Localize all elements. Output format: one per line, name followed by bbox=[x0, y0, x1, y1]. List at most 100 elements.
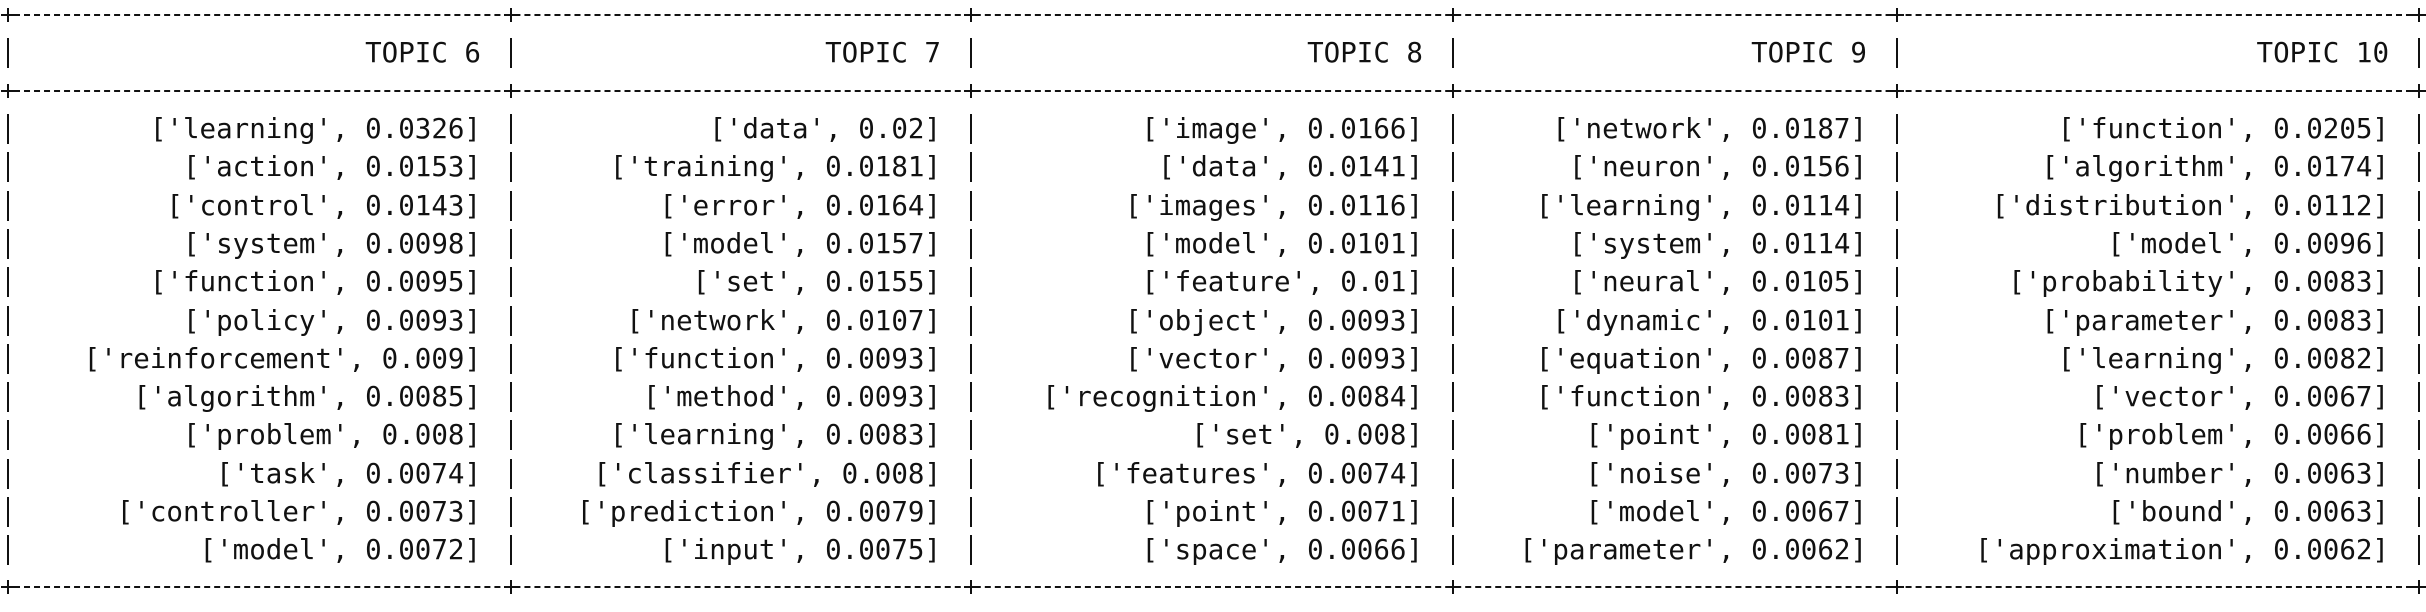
column-divider bbox=[503, 263, 519, 301]
column-divider bbox=[2411, 187, 2426, 225]
column-divider bbox=[0, 378, 16, 416]
column-header: TOPIC 9 bbox=[1751, 37, 1867, 69]
table-row: ['reinforcement', 0.009]['function', 0.0… bbox=[0, 340, 2426, 378]
column-divider bbox=[1445, 340, 1461, 378]
table-cell: ['learning', 0.0114] bbox=[1535, 189, 1867, 222]
column-divider bbox=[963, 148, 979, 186]
table-cell: ['set', 0.008] bbox=[1191, 419, 1423, 452]
table-row: ['policy', 0.0093]['network', 0.0107]['o… bbox=[0, 302, 2426, 340]
column-divider bbox=[2411, 225, 2426, 263]
column-divider bbox=[0, 187, 16, 225]
column-divider bbox=[2411, 148, 2426, 186]
column-divider bbox=[963, 34, 979, 72]
table-row: ['function', 0.0095]['set', 0.0155]['fea… bbox=[0, 263, 2426, 301]
table-cell: ['system', 0.0114] bbox=[1568, 227, 1867, 260]
table-cell: ['method', 0.0093] bbox=[642, 381, 941, 414]
column-divider bbox=[963, 187, 979, 225]
table-row: ['control', 0.0143]['error', 0.0164]['im… bbox=[0, 187, 2426, 225]
table-cell: ['equation', 0.0087] bbox=[1535, 342, 1867, 375]
border-corner bbox=[0, 6, 16, 24]
column-divider bbox=[963, 110, 979, 148]
border-corner bbox=[1889, 6, 1905, 24]
table-cell: ['data', 0.0141] bbox=[1158, 151, 1423, 184]
column-divider bbox=[1889, 340, 1905, 378]
border-corner bbox=[1445, 6, 1461, 24]
table-cell: ['approximation', 0.0062] bbox=[1975, 534, 2389, 567]
table-cell: ['data', 0.02] bbox=[709, 113, 941, 145]
table-cell: ['feature', 0.01] bbox=[1141, 266, 1423, 299]
border-corner bbox=[2411, 82, 2426, 100]
column-divider bbox=[503, 148, 519, 186]
table-cell: ['task', 0.0074] bbox=[216, 457, 481, 490]
column-divider bbox=[963, 455, 979, 493]
column-divider bbox=[1889, 187, 1905, 225]
table-cell: ['prediction', 0.0079] bbox=[576, 496, 941, 528]
column-header: TOPIC 7 bbox=[825, 37, 941, 69]
table-cell: ['set', 0.0155] bbox=[692, 266, 941, 299]
column-divider bbox=[1889, 110, 1905, 148]
column-divider bbox=[0, 34, 16, 72]
column-divider bbox=[1889, 302, 1905, 340]
table-cell: ['recognition', 0.0084] bbox=[1042, 381, 1423, 414]
table-row: ['system', 0.0098]['model', 0.0157]['mod… bbox=[0, 225, 2426, 263]
column-divider bbox=[1889, 225, 1905, 263]
column-divider bbox=[963, 225, 979, 263]
column-divider bbox=[0, 225, 16, 263]
column-divider bbox=[503, 225, 519, 263]
column-divider bbox=[0, 110, 16, 148]
border-dash bbox=[4, 90, 2422, 92]
table-cell: ['learning', 0.0083] bbox=[609, 419, 941, 452]
table-cell: ['network', 0.0107] bbox=[626, 304, 941, 337]
table-cell: ['parameter', 0.0062] bbox=[1519, 534, 1867, 567]
column-divider bbox=[1889, 148, 1905, 186]
column-divider bbox=[503, 187, 519, 225]
column-divider bbox=[0, 455, 16, 493]
column-divider bbox=[503, 34, 519, 72]
border-corner bbox=[1889, 578, 1905, 596]
column-divider bbox=[963, 340, 979, 378]
table-cell: ['model', 0.0072] bbox=[199, 534, 481, 567]
table-cell: ['dynamic', 0.0101] bbox=[1552, 304, 1867, 337]
table-row: ['algorithm', 0.0085] ['method', 0.0093] [… bbox=[0, 378, 2426, 416]
column-divider bbox=[1889, 493, 1905, 531]
table-cell: ['number', 0.0063] bbox=[2090, 457, 2389, 490]
column-divider bbox=[1445, 531, 1461, 569]
table-cell: ['algorithm', 0.0085] bbox=[133, 381, 481, 414]
column-divider bbox=[1889, 416, 1905, 454]
column-divider bbox=[963, 263, 979, 301]
border-corner bbox=[2411, 578, 2426, 596]
column-divider bbox=[2411, 263, 2426, 301]
table-header-separator bbox=[0, 82, 2426, 100]
column-header: TOPIC 8 bbox=[1307, 37, 1423, 69]
table-cell: ['model', 0.0101] bbox=[1141, 227, 1423, 260]
table-row: ['model', 0.0072]['input', 0.0075]['spac… bbox=[0, 531, 2426, 569]
table-cell: ['bound', 0.0063] bbox=[2107, 496, 2389, 528]
table-row: ['problem', 0.008]['learning', 0.0083]['… bbox=[0, 416, 2426, 454]
table-cell: ['images', 0.0116] bbox=[1124, 189, 1423, 222]
column-divider bbox=[2411, 34, 2426, 72]
column-divider bbox=[503, 416, 519, 454]
table-cell: ['learning', 0.0326] bbox=[149, 113, 481, 145]
table-cell: ['distribution', 0.0112] bbox=[1991, 189, 2389, 222]
table-cell: ['noise', 0.0073] bbox=[1585, 457, 1867, 490]
table-cell: ['neural', 0.0105] bbox=[1568, 266, 1867, 299]
table-cell: ['model', 0.0157] bbox=[659, 227, 941, 260]
column-divider bbox=[1445, 263, 1461, 301]
table-cell: ['learning', 0.0082] bbox=[2057, 342, 2389, 375]
table-cell: ['controller', 0.0073] bbox=[116, 496, 481, 528]
column-divider bbox=[1445, 378, 1461, 416]
table-cell: ['model', 0.0096] bbox=[2107, 227, 2389, 260]
table-cell: ['features', 0.0074] bbox=[1091, 457, 1423, 490]
table-cell: ['control', 0.0143] bbox=[166, 189, 481, 222]
column-divider bbox=[1445, 187, 1461, 225]
column-divider bbox=[1889, 34, 1905, 72]
table-cell: ['parameter', 0.0083] bbox=[2041, 304, 2389, 337]
table-row: ['controller', 0.0073] ['prediction', 0.0… bbox=[0, 493, 2426, 531]
table-cell: ['action', 0.0153] bbox=[182, 151, 481, 184]
column-divider bbox=[2411, 302, 2426, 340]
column-divider bbox=[1889, 378, 1905, 416]
column-divider bbox=[2411, 340, 2426, 378]
column-divider bbox=[1445, 493, 1461, 531]
column-divider bbox=[963, 378, 979, 416]
